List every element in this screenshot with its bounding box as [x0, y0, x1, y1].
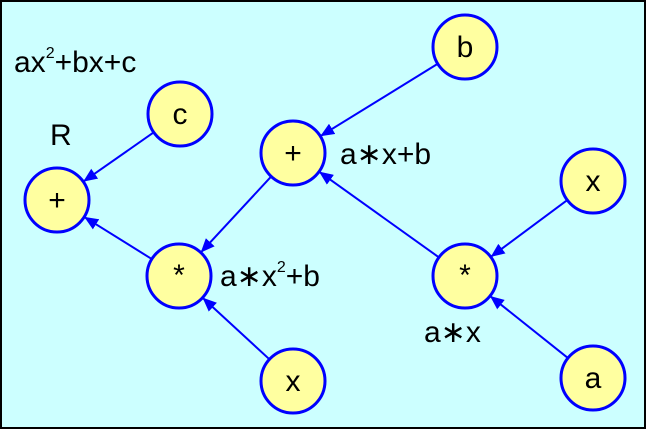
root-label: R [50, 119, 72, 152]
node-mul-right: * [431, 242, 499, 310]
node-circle [146, 80, 214, 148]
node-label: c [173, 98, 188, 131]
edge-c-to-plus_root [83, 131, 155, 182]
node-circle [431, 13, 499, 81]
edge-plus_mid-to-mul_left [200, 175, 272, 253]
node-circle [559, 147, 627, 215]
edge-b-to-plus_mid [320, 62, 439, 137]
plus-mid-label: a∗x+b [340, 138, 431, 171]
node-label: + [284, 137, 302, 170]
node-a: a [559, 344, 627, 412]
node-label: x [586, 165, 601, 198]
node-label: a [585, 362, 602, 395]
node-mul-left: * [145, 242, 213, 310]
node-label: * [459, 259, 471, 292]
node-circle [559, 344, 627, 412]
node-label: x [286, 365, 301, 398]
edge-mul_right-to-plus_mid [319, 171, 440, 259]
mul-right-label: a∗x [424, 316, 481, 349]
node-circle [145, 242, 213, 310]
node-label: + [48, 184, 66, 217]
node-b: b [431, 13, 499, 81]
node-circle [259, 347, 327, 415]
expression-label: ax2+bx+c [14, 45, 136, 79]
mul-left-label: a∗x2+b [220, 259, 320, 293]
edge-x_left-to-mul_left [202, 297, 271, 361]
edge-mul_left-to-plus_root [84, 216, 153, 260]
node-plus-root: + [23, 166, 91, 234]
node-circle [23, 166, 91, 234]
node-x-left: x [259, 347, 327, 415]
edge-x_right-to-mul_right [490, 199, 568, 258]
node-circle [259, 119, 327, 187]
node-label: * [173, 259, 185, 292]
node-label: b [457, 31, 474, 64]
node-c: c [146, 80, 214, 148]
node-plus-mid: + [259, 119, 327, 187]
nodes: + c * x + b * x a [23, 13, 627, 415]
edge-a-to-mul_right [490, 295, 569, 359]
edges [83, 62, 569, 361]
node-circle [431, 242, 499, 310]
node-x-right: x [559, 147, 627, 215]
